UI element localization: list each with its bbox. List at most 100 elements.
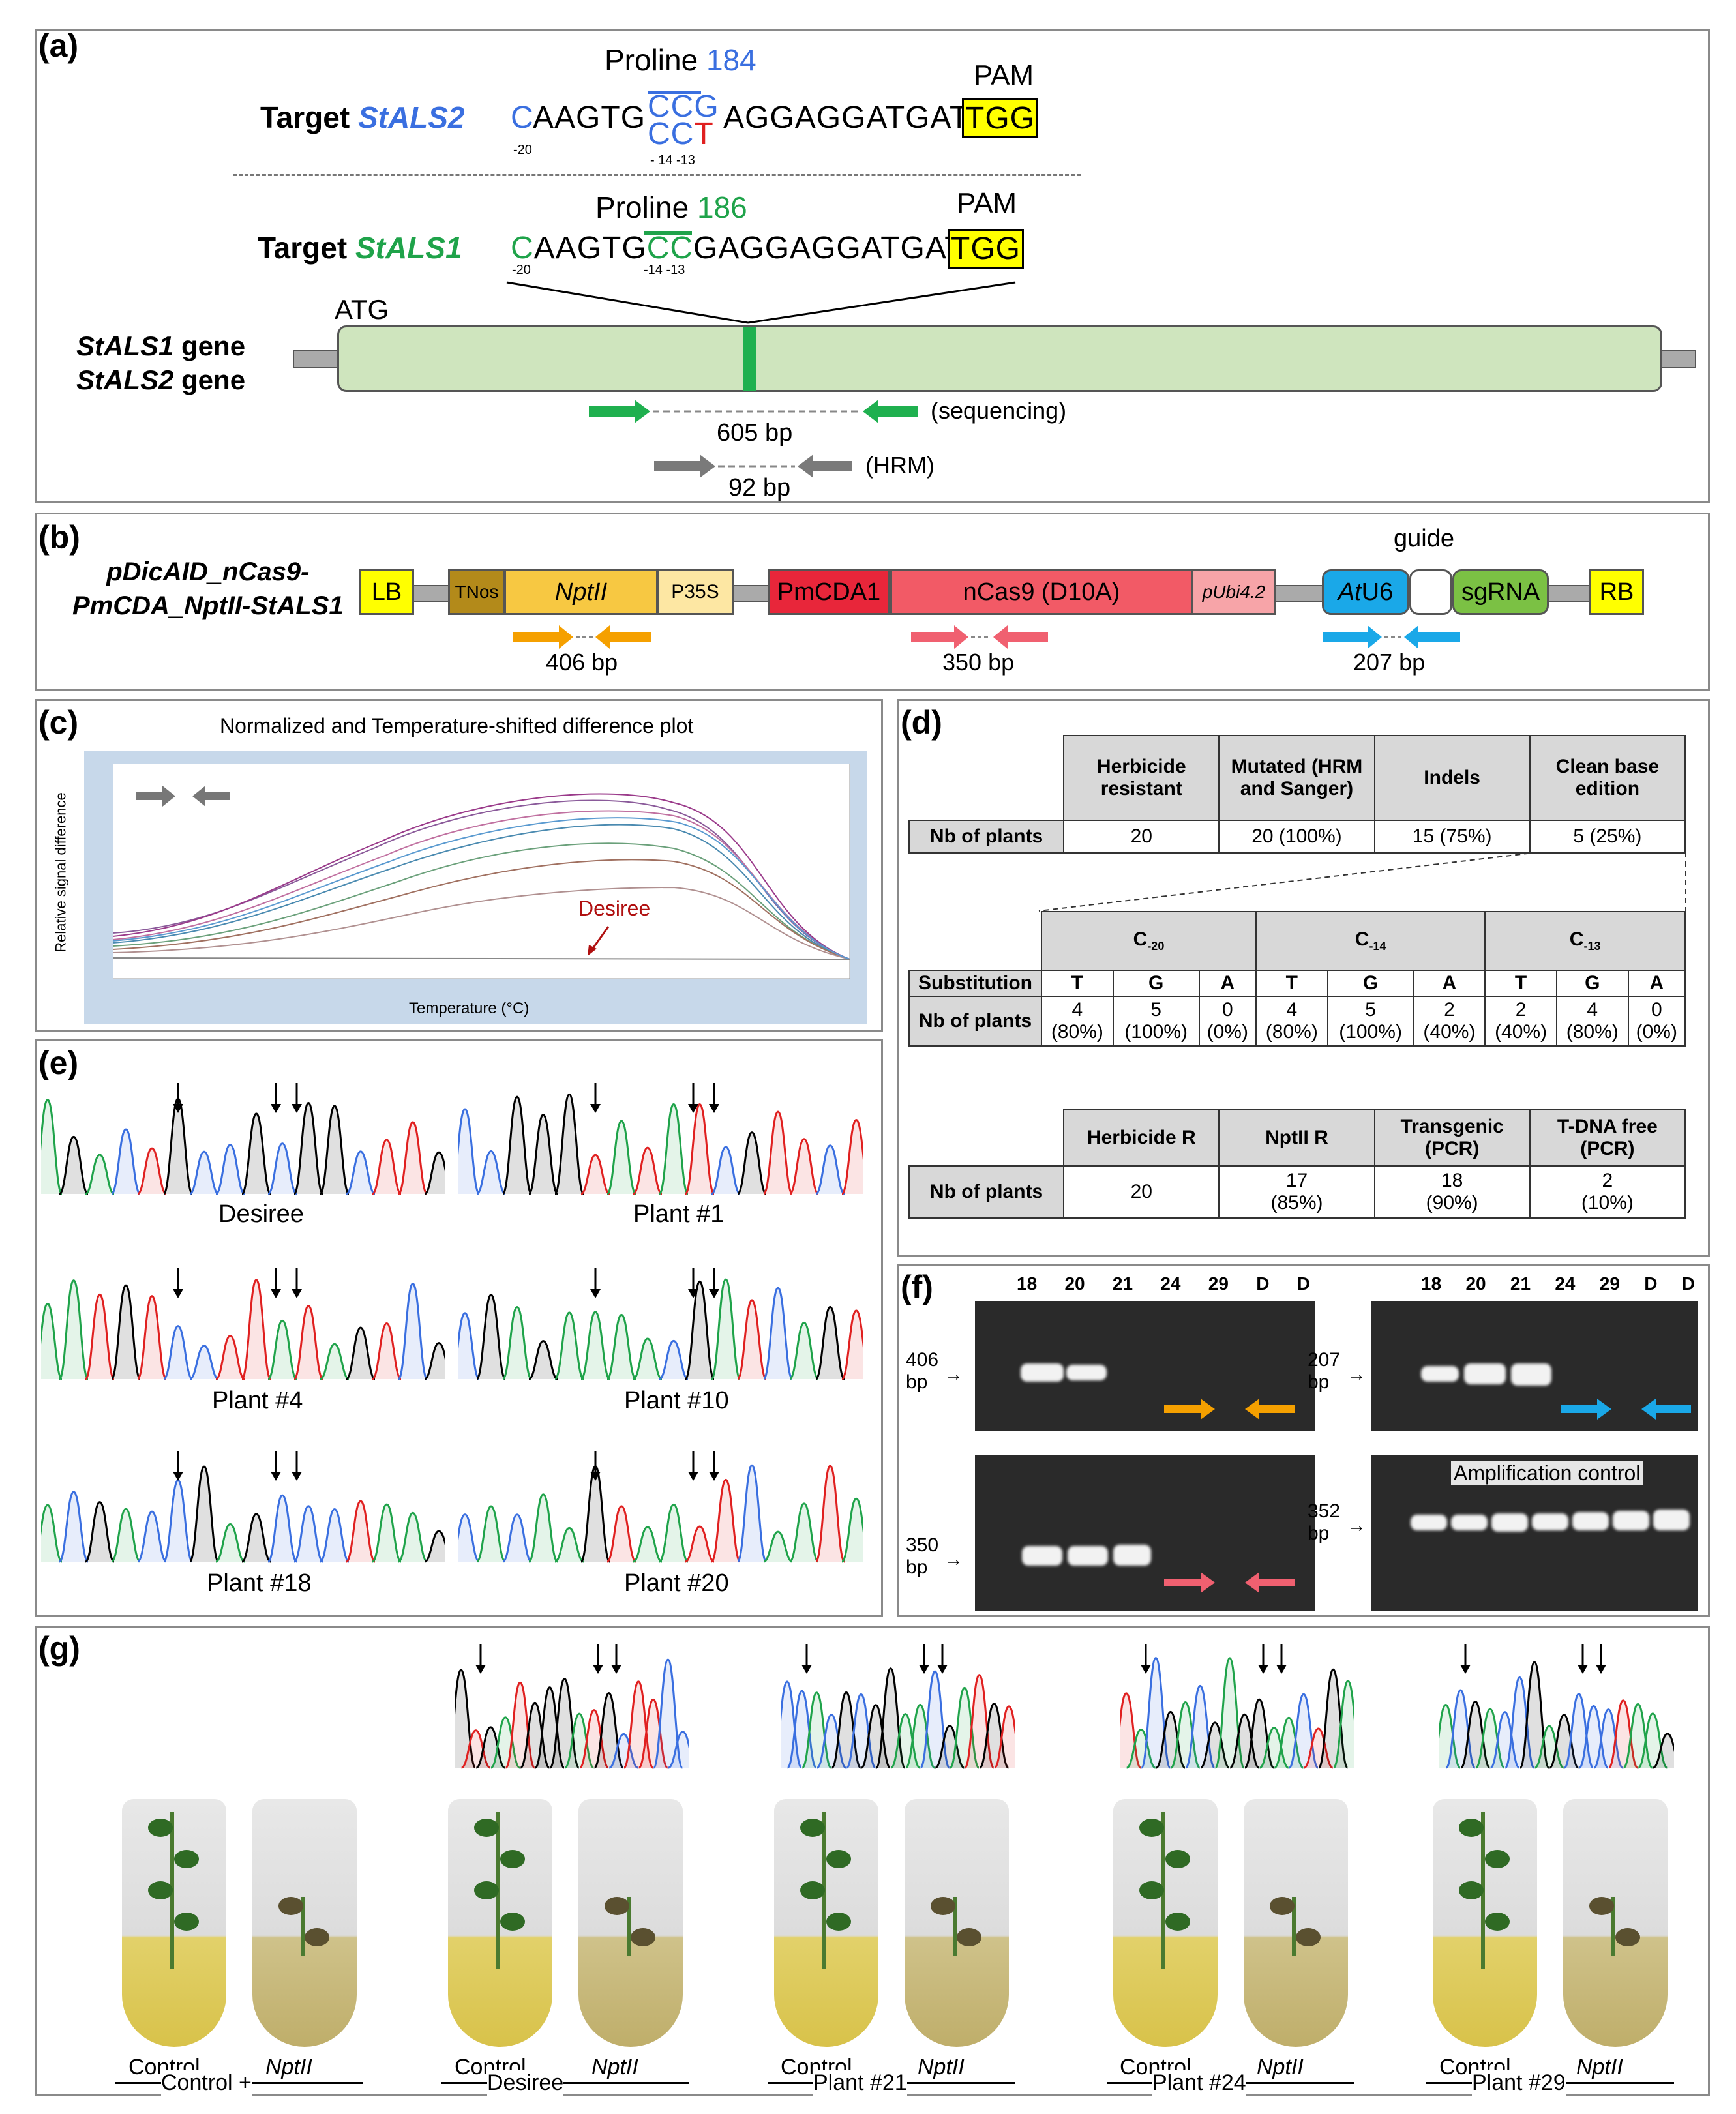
band-ctrl-6 [1613,1511,1649,1530]
band-ctrl-5 [1572,1512,1609,1530]
control-tube [774,1799,878,2047]
nptii-tube [252,1799,357,2047]
gel3-pointer: → [944,1549,963,1570]
g-chromatogram-1 [445,1641,698,1775]
table-substitutions: C-20 C-14 C-13 Substitution T G A T G A … [908,911,1686,1047]
panel-d: (d) Herbicide resistant Mutated (HRM and… [897,699,1710,1257]
stals2-seq-mid: AAGTG [533,100,646,135]
t3-cell: 17(85%) [1218,1165,1375,1219]
nptii-caption: NptII [1576,2055,1623,2079]
nptii-caption: NptII [1257,2055,1304,2079]
bp207-label: 207 bp [1353,649,1426,676]
hrm-forward-arrow [654,454,715,478]
panel-b-label: (b) [38,519,80,556]
control-tube [448,1799,552,2047]
amp-control-label: Amplification control [1451,1461,1643,1485]
gel4-pointer: → [1347,1515,1366,1536]
hrm-bp-label: 92 bp [728,474,791,501]
u6-fw-arrow [1323,625,1382,649]
u6-rv-arrow [1404,625,1460,649]
panel-a: (a) Proline 184 PAM Target StALS2 C AAGT… [35,27,1710,503]
band-u6-21 [1511,1363,1551,1386]
t3-h0: Herbicide R [1063,1109,1220,1167]
t2-base: A [1627,970,1686,997]
nptii-fw-arrow [513,625,573,649]
seq-forward-arrow [589,400,650,423]
gel2-arrows [1561,1399,1691,1420]
t2-base: A [1413,970,1486,997]
t1-v1: 20 (100%) [1218,820,1375,854]
band-cas9-20 [1068,1546,1108,1566]
t2-cell: 4(80%) [1041,996,1114,1047]
e-label-0: Desiree [218,1200,304,1228]
t1-h1: Mutated (HRM and Sanger) [1218,735,1375,821]
t2-base: T [1041,970,1114,997]
nptii-caption: NptII [265,2055,312,2079]
chromatogram-1 [449,1080,872,1201]
band-ctrl-4 [1532,1513,1568,1530]
target-stals2-label: Target StALS2 [260,100,465,134]
atg-label: ATG [335,294,389,325]
proline-184-bar [648,91,701,94]
e-label-3: Plant #10 [624,1387,729,1414]
chromatogram-0 [32,1080,454,1201]
guide-box [1409,569,1452,615]
group-label: Desiree [487,2070,564,2096]
t1-v3: 5 (25%) [1529,820,1686,854]
t2-cell: 5(100%) [1112,996,1200,1047]
target-site-mark [743,327,756,391]
stals2-seq-ccg: CCG CCT [648,89,719,151]
target-stals1-label: Target StALS1 [258,231,462,265]
nptii-caption: NptII [918,2055,965,2079]
group-bar [441,2082,689,2084]
t2-cell: 4(80%) [1255,996,1328,1047]
band-ctrl-2 [1451,1515,1488,1530]
t2-base: G [1112,970,1200,997]
divider-dashed [233,174,1081,176]
t2-base: T [1484,970,1557,997]
hrm-ylabel: Relative signal difference [52,792,69,953]
t3-rowlabel: Nb of plants [908,1165,1065,1219]
t2-rowlabel: Nb of plants [908,996,1042,1047]
nptii-tube [578,1799,683,2047]
gel1-pointer: → [944,1363,963,1385]
guide-label: guide [1394,525,1454,552]
control-tube [122,1799,226,2047]
stals2-seq-rest: AGGAGGATGAT [723,100,970,135]
hrm-title: Normalized and Temperature-shifted diffe… [220,714,694,737]
proline-186-label: Proline 186 [595,190,747,224]
proline-186-bar [644,231,692,235]
t3-cell: 2(10%) [1529,1165,1686,1219]
g-chromatogram-2 [771,1641,1025,1775]
g-chromatogram-3 [1111,1641,1364,1775]
cas9-fw-arrow [911,625,968,649]
t2-cell: 4(80%) [1555,996,1629,1047]
t2-cell: 2(40%) [1484,996,1557,1047]
t2-base: G [1326,970,1414,997]
band-nptii-18 [1021,1363,1064,1382]
e-label-1: Plant #1 [633,1200,725,1228]
band-ctrl-1 [1411,1515,1447,1530]
e-label-4: Plant #18 [207,1570,312,1597]
proline-184-label: Proline 184 [605,43,756,77]
t2-group-c13: C-13 [1484,911,1686,971]
t1-h0: Herbicide resistant [1063,735,1220,821]
control-tube [1113,1799,1218,2047]
nptii-tube [1244,1799,1348,2047]
panel-c-label: (c) [38,704,79,741]
table-transgene: Herbicide R NptII R Transgenic (PCR) T-D… [908,1109,1686,1219]
panel-d-label: (d) [901,704,942,741]
stals1-seq: CAAGTGCCGAGGAGGATGAT [511,231,965,265]
seq-primer-label: (sequencing) [931,397,1067,424]
chromatogram-5 [450,1448,872,1569]
band-nptii-20 [1066,1365,1107,1380]
nptii-tube [1563,1799,1668,2047]
bp406-label: 406 bp [546,649,618,676]
t2-cell: 2(40%) [1413,996,1486,1047]
gel1-arrows [1164,1399,1295,1420]
